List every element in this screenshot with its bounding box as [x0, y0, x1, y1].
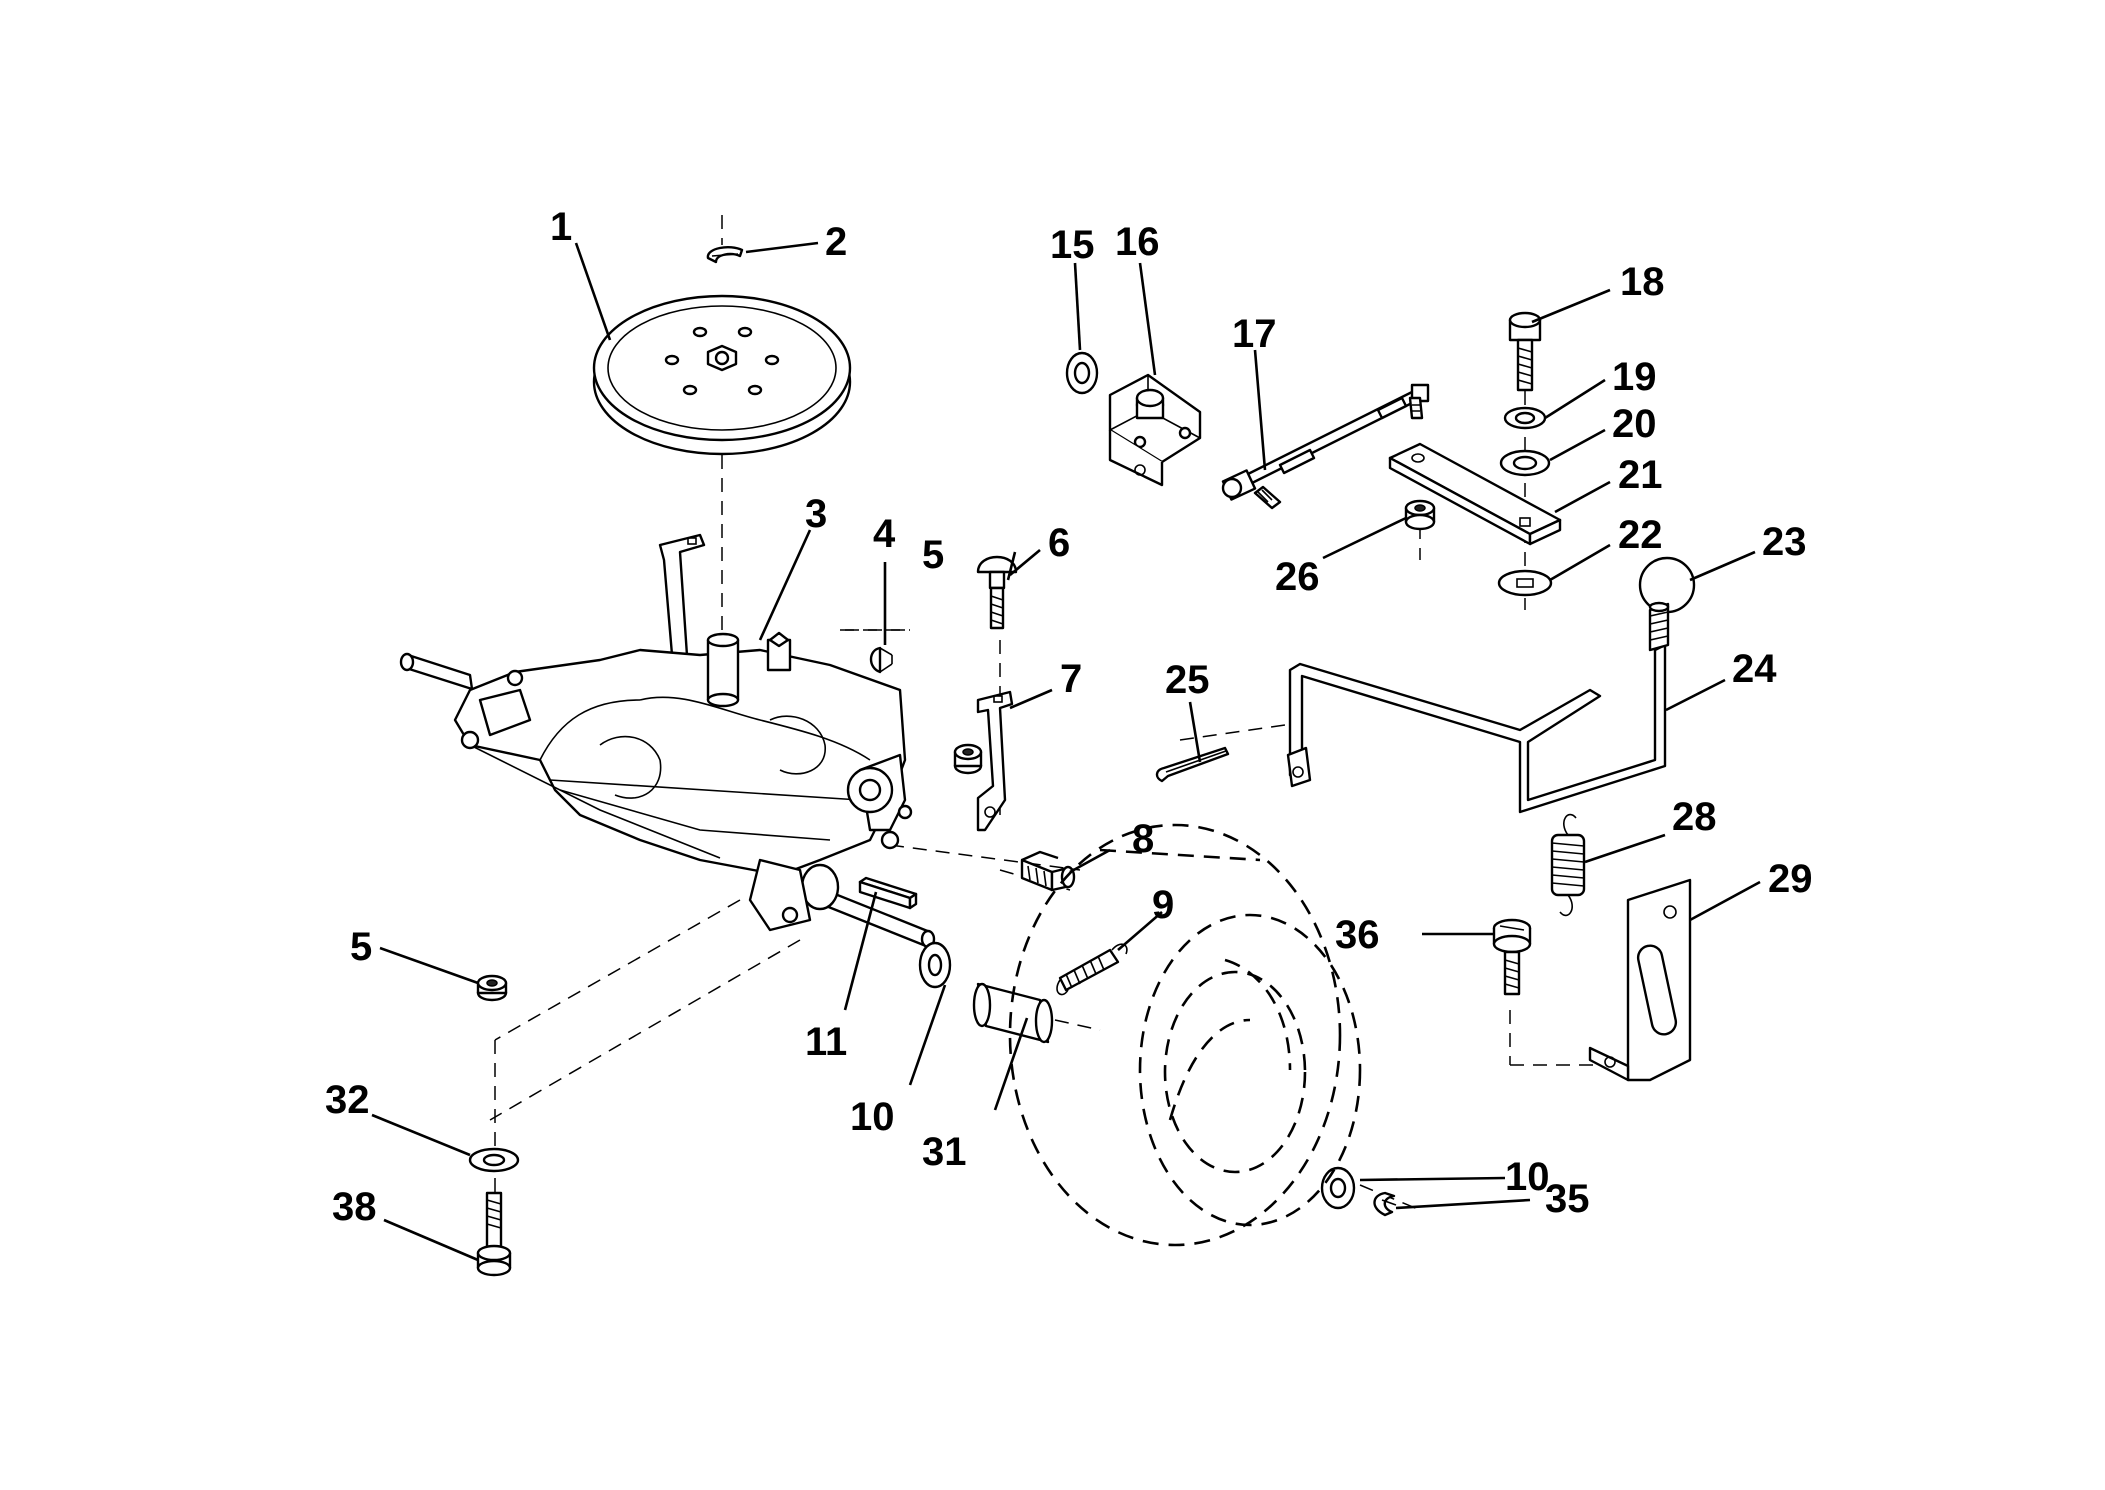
label-18: 18 — [1620, 260, 1665, 304]
label-15: 15 — [1050, 223, 1095, 267]
washer-15 — [1065, 351, 1099, 395]
label-10-axle: 10 — [850, 1095, 895, 1139]
hex-bolt-18 — [1508, 311, 1542, 392]
hex-nut-upper — [953, 743, 983, 775]
pulley — [592, 294, 852, 456]
label-23: 23 — [1762, 520, 1807, 564]
slotted-bracket — [1588, 878, 1692, 1082]
label-3: 3 — [805, 492, 827, 536]
label-19: 19 — [1612, 355, 1657, 399]
square-key — [858, 876, 918, 910]
flat-washer-wheel — [1320, 1166, 1356, 1210]
label-24: 24 — [1732, 647, 1777, 691]
e-clip-wheel — [1373, 1191, 1397, 1217]
label-21: 21 — [1618, 453, 1663, 497]
transaxle — [399, 533, 936, 949]
extension-spring-small — [1056, 943, 1128, 996]
label-22: 22 — [1618, 513, 1663, 557]
label-4: 4 — [873, 512, 896, 556]
label-26: 26 — [1275, 555, 1320, 599]
cotter-pin — [1155, 746, 1230, 783]
shift-lever — [1286, 601, 1670, 814]
label-5-lower: 5 — [350, 925, 372, 969]
bracket — [976, 690, 1014, 832]
label-7: 7 — [1060, 657, 1082, 701]
leader-lines — [371, 241, 1761, 1262]
label-5-upper: 5 — [922, 533, 944, 577]
label-11: 11 — [805, 1020, 847, 1064]
label-35: 35 — [1545, 1177, 1590, 1221]
flat-washer-20 — [1499, 449, 1551, 477]
label-1: 1 — [550, 205, 572, 249]
label-10-wheel: 10 — [1505, 1155, 1550, 1199]
wheel-outline — [1008, 823, 1362, 1247]
hex-bolt — [1020, 850, 1076, 892]
part-labels: 1 2 3 4 5 5 6 7 8 9 10 10 11 15 16 17 18… — [325, 205, 1813, 1229]
link-plate — [1388, 442, 1562, 546]
label-32: 32 — [325, 1078, 370, 1122]
control-rod — [1221, 383, 1430, 510]
spacer-sleeve — [972, 982, 1054, 1044]
label-20: 20 — [1612, 402, 1657, 446]
hex-nut-lower — [476, 974, 508, 1002]
hex-bolt-38 — [476, 1191, 512, 1277]
label-17: 17 — [1232, 312, 1277, 356]
hex-nut-26 — [1404, 499, 1436, 531]
lock-washer-19 — [1503, 406, 1547, 430]
woodruff-key — [869, 646, 893, 674]
extension-spring — [1550, 813, 1586, 917]
label-2: 2 — [825, 220, 847, 264]
label-9: 9 — [1152, 883, 1174, 927]
label-16: 16 — [1115, 220, 1160, 264]
angle-bracket — [1108, 373, 1202, 487]
slotted-screw — [1492, 918, 1532, 996]
label-36: 36 — [1335, 913, 1380, 957]
carriage-bolt — [976, 555, 1018, 630]
label-38: 38 — [332, 1185, 377, 1229]
label-6: 6 — [1048, 521, 1070, 565]
label-25: 25 — [1165, 658, 1210, 702]
label-28: 28 — [1672, 795, 1717, 839]
label-8: 8 — [1132, 817, 1154, 861]
label-29: 29 — [1768, 857, 1813, 901]
label-31: 31 — [922, 1130, 967, 1174]
square-washer-22 — [1497, 569, 1553, 597]
flat-washer-axle — [918, 941, 952, 989]
e-clip — [706, 246, 744, 264]
flat-washer-32 — [468, 1147, 520, 1173]
